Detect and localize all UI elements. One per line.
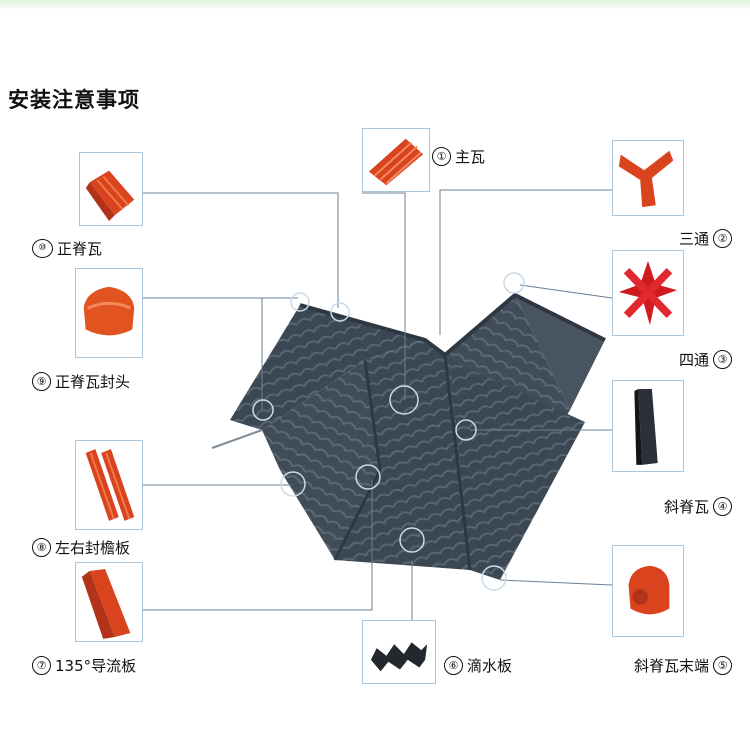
eave-board-icon — [85, 449, 135, 521]
part-label-7: ⑦ 135°导流板 — [32, 655, 136, 676]
callout-circles — [252, 272, 525, 591]
hip-ridge-tile-icon — [634, 389, 658, 465]
ridge-cap-end-thumb — [75, 268, 143, 358]
ridge-tile-icon — [85, 170, 135, 221]
four-way-ridge-icon — [618, 260, 678, 326]
part-label-6: ⑥ 滴水板 — [444, 655, 512, 676]
part-label-2: 三通 ② — [679, 228, 732, 249]
hip-ridge-end-thumb — [612, 545, 684, 637]
eave-board-thumb — [75, 440, 143, 530]
page-title: 安装注意事项 — [8, 88, 140, 112]
deflector-plate-icon — [81, 569, 131, 639]
main-tile-thumb — [362, 128, 430, 192]
hip-ridge-tile-thumb — [612, 380, 684, 472]
part-label-1: ① 主瓦 — [432, 146, 485, 167]
part-label-4: 斜脊瓦 ④ — [664, 496, 732, 517]
part-label-9: ⑨ 正脊瓦封头 — [32, 371, 130, 392]
part-label-3: 四通 ③ — [679, 349, 732, 370]
hip-ridge-end-icon — [628, 565, 670, 615]
top-band — [0, 0, 750, 10]
ridge-tile-thumb — [79, 152, 143, 226]
deflector-plate-thumb — [75, 562, 143, 642]
part-label-8: ⑧ 左右封檐板 — [32, 537, 130, 558]
drip-board-icon — [370, 642, 428, 672]
drip-board-thumb — [362, 620, 436, 684]
ridge-cap-end-icon — [83, 286, 135, 336]
main-tile-icon — [368, 138, 424, 186]
connector-lines — [143, 189, 613, 620]
three-way-ridge-icon — [618, 150, 674, 208]
four-way-ridge-thumb — [612, 250, 684, 336]
roof — [211, 292, 606, 580]
part-label-10: ⑩ 正脊瓦 — [32, 238, 102, 259]
three-way-ridge-thumb — [612, 140, 684, 216]
part-label-5: 斜脊瓦末端 ⑤ — [634, 655, 732, 676]
